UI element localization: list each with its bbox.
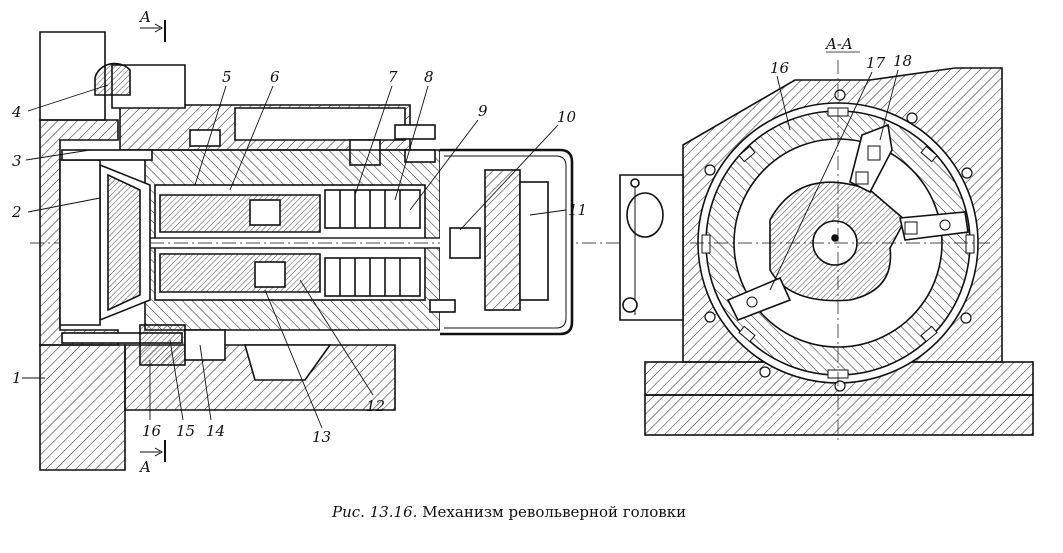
- bearing-lower: [324, 257, 421, 297]
- part-label-2: 2: [11, 203, 22, 221]
- part-label-8: 8: [424, 68, 434, 86]
- section-view-title: A-A: [824, 35, 853, 53]
- section-letter-top: A: [138, 8, 151, 26]
- part-label-7: 7: [388, 68, 398, 86]
- part-label-18: 18: [893, 52, 912, 70]
- part-label-6: 6: [270, 68, 280, 86]
- part-label-10: 10: [557, 108, 577, 126]
- part-label-1: 1: [12, 369, 22, 387]
- leader-lines-right: [769, 69, 899, 291]
- part-label-5: 5: [222, 68, 232, 86]
- part-label-12: 12: [366, 397, 385, 415]
- cross-section-a-a: [619, 60, 1034, 440]
- part-label-9: 9: [478, 102, 488, 120]
- part-label-14: 14: [206, 422, 225, 440]
- part-label-3: 3: [12, 152, 22, 170]
- section-mark-bottom: [140, 440, 166, 462]
- figure-caption: Рис. 13.16. Механизм револьверной головк…: [332, 503, 686, 521]
- part-label-15: 15: [176, 422, 195, 440]
- section-mark-top: [140, 20, 166, 42]
- part-label-16-section: 16: [770, 59, 790, 77]
- part-label-16: 16: [142, 422, 162, 440]
- part-label-17: 17: [866, 54, 886, 72]
- longitudinal-section: [30, 31, 620, 471]
- part-label-11: 11: [568, 201, 587, 219]
- figure-number: Рис. 13.16.: [332, 503, 418, 521]
- part-label-13: 13: [312, 428, 331, 446]
- leader-lines: [22, 84, 567, 429]
- figure-title: Механизм револьверной головки: [422, 503, 687, 521]
- part-label-4: 4: [11, 103, 22, 121]
- bearing-upper: [324, 189, 421, 229]
- section-letter-bottom: A: [138, 458, 151, 476]
